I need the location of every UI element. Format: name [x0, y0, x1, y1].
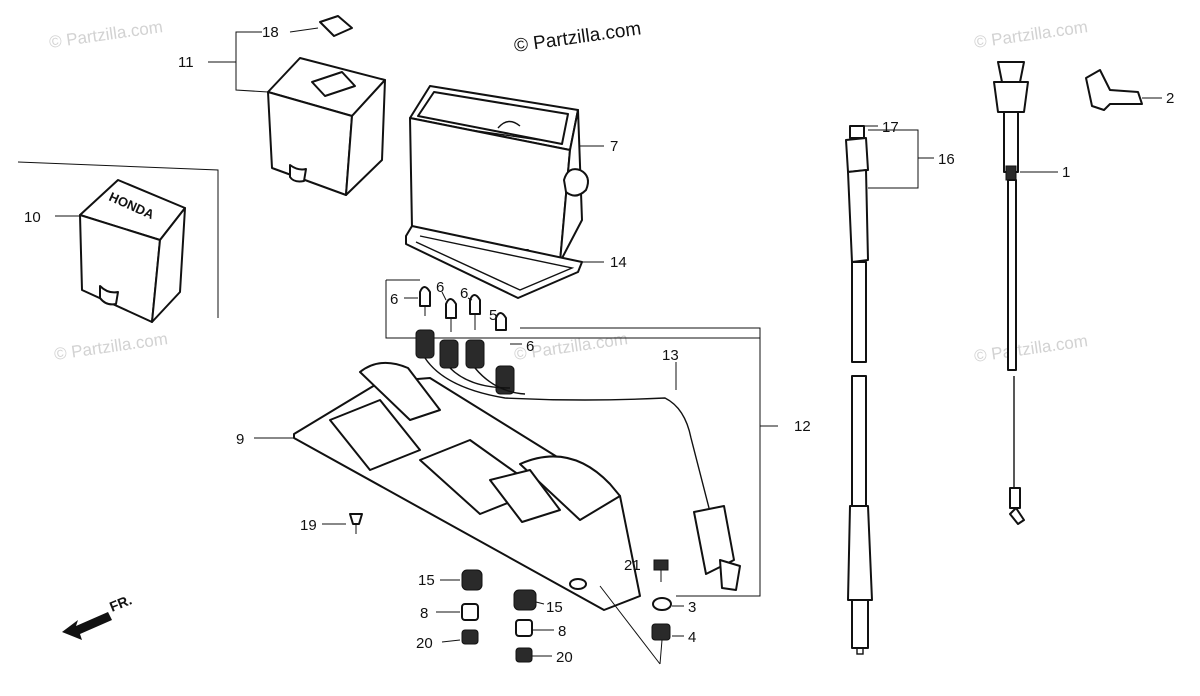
callout-3: 3 [688, 599, 696, 616]
callout-16: 16 [938, 151, 955, 168]
callout-6d: 6 [526, 338, 534, 355]
part-10-meter-cover: HONDA [79, 179, 186, 323]
part-11-cover [267, 57, 386, 196]
socket [415, 329, 435, 359]
callout-7: 7 [610, 138, 618, 155]
callout-8a: 8 [420, 605, 428, 622]
callout-14: 14 [610, 254, 627, 271]
callout-5: 5 [489, 307, 497, 324]
callout-15b: 15 [546, 599, 563, 616]
part-6-bulb [419, 286, 431, 316]
callout-20a: 20 [416, 635, 433, 652]
part-5-bulb [495, 312, 507, 331]
part-20-nut [461, 629, 479, 645]
callout-9: 9 [236, 431, 244, 448]
callout-20b: 20 [556, 649, 573, 666]
part-1-cable [993, 61, 1029, 525]
watermark: © Partzilla.com [48, 17, 164, 52]
callout-4: 4 [688, 629, 696, 646]
part-14-gasket [405, 225, 583, 299]
watermark: © Partzilla.com [973, 17, 1089, 52]
part-3-washer [652, 597, 672, 611]
part-6-bulb [469, 294, 481, 330]
part-15-grommet [513, 589, 537, 611]
callout-12: 12 [794, 418, 811, 435]
part-19-screw [349, 513, 363, 534]
direction-label: FR. [107, 591, 134, 614]
callout-15a: 15 [418, 572, 435, 589]
watermark: © Partzilla.com [973, 331, 1089, 366]
part-4-nut [651, 623, 671, 641]
socket [439, 339, 459, 369]
callout-6a: 6 [390, 291, 398, 308]
front-direction-arrow: FR. [62, 591, 134, 640]
part-21-bolt [653, 559, 669, 582]
callout-17: 17 [882, 119, 899, 136]
callout-10: 10 [24, 209, 41, 226]
watermark-main: © Partzilla.com [513, 18, 643, 57]
part-20-nut [515, 647, 533, 663]
callout-1: 1 [1062, 164, 1070, 181]
callout-19: 19 [300, 517, 317, 534]
callout-8b: 8 [558, 623, 566, 640]
callout-6c: 6 [460, 285, 468, 302]
part-2-clamp [1085, 69, 1143, 111]
part-6-bulb [445, 298, 457, 332]
callout-11: 11 [178, 54, 194, 71]
callout-2: 2 [1166, 90, 1174, 107]
part-13-wire-harness [424, 357, 741, 591]
callout-18: 18 [262, 24, 279, 41]
part-15-grommet [461, 569, 483, 591]
callout-21: 21 [624, 557, 641, 574]
part-16-speedometer-cable [845, 125, 873, 655]
part-8-collar [461, 603, 479, 621]
part-9-meter-case [293, 361, 641, 611]
part-8-collar [515, 619, 533, 637]
part-18-cap [319, 15, 353, 37]
watermark: © Partzilla.com [53, 329, 169, 364]
callout-6b: 6 [436, 279, 444, 296]
socket [465, 339, 485, 369]
callout-13: 13 [662, 347, 679, 364]
